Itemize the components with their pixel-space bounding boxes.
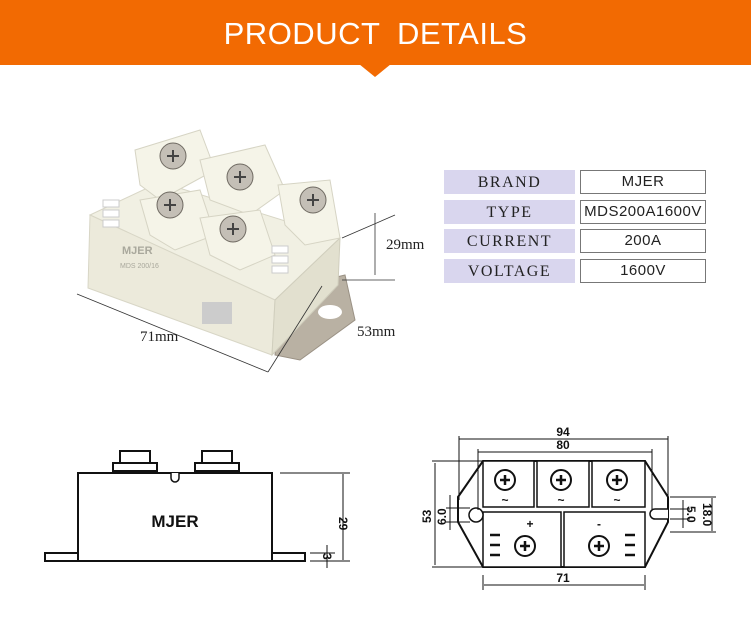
spec-table: BRAND MJER TYPE MDS200A1600V CURRENT 200… (444, 170, 708, 288)
side-base-dim: 3 (320, 553, 334, 560)
minus-symbol: - (597, 517, 601, 531)
spec-value: 1600V (580, 258, 706, 283)
header-notch (359, 64, 391, 77)
ac-symbol: ~ (501, 493, 508, 507)
dim-depth: 53 (420, 509, 434, 523)
spec-value: MDS200A1600V (580, 199, 706, 224)
dim-slot-width: 5.0 (684, 506, 698, 523)
photo-model-marking: MDS 200/16 (120, 263, 159, 270)
spec-label: CURRENT (444, 229, 575, 253)
side-height-dim: 29 (336, 517, 350, 531)
photo-brand-marking: MJER (122, 245, 153, 257)
spec-row-voltage: VOLTAGE 1600V (444, 258, 708, 283)
spec-label: BRAND (444, 170, 575, 194)
spec-row-type: TYPE MDS200A1600V (444, 199, 708, 224)
photo-width-label: 53mm (357, 324, 396, 340)
spec-value: MJER (580, 170, 706, 194)
spec-row-current: CURRENT 200A (444, 229, 708, 253)
dim-slot-height: 18.0 (700, 503, 714, 527)
header-banner: PRODUCT DETAILS (0, 0, 751, 65)
side-brand-label: MJER (151, 512, 198, 531)
dim-body-length: 71 (556, 571, 570, 585)
ac-symbol: ~ (613, 493, 620, 507)
plus-symbol: + (526, 517, 533, 531)
page-title: PRODUCT DETAILS (223, 16, 528, 51)
dim-overall-width: 94 (556, 425, 570, 439)
spec-value: 200A (580, 229, 706, 253)
photo-length-label: 71mm (140, 329, 179, 345)
dim-hole-dia: 6.0 (435, 508, 449, 525)
dim-hole-spacing: 80 (556, 438, 570, 452)
photo-height-label: 29mm (386, 237, 425, 253)
ac-symbol: ~ (557, 493, 564, 507)
spec-label: VOLTAGE (444, 258, 575, 283)
spec-label: TYPE (444, 199, 575, 224)
spec-row-brand: BRAND MJER (444, 170, 708, 194)
qr-code (202, 302, 232, 324)
